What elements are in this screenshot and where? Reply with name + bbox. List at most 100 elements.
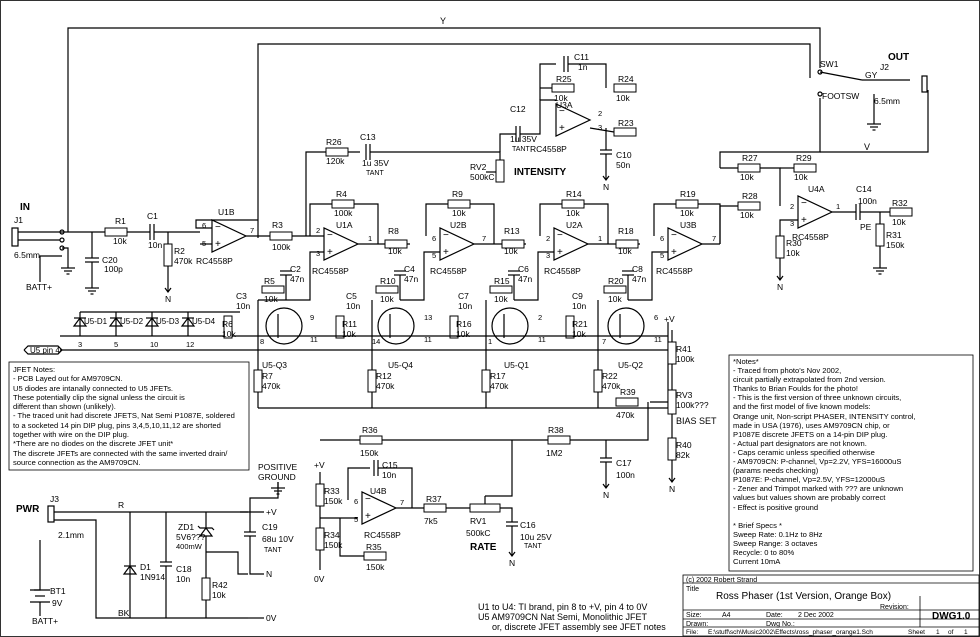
tb-file-label: File: [686,629,699,636]
r21-ref: R21 [572,319,588,329]
r17-val: 470k [490,381,509,391]
u4a-opamp [797,195,833,229]
r34-ref: R34 [324,530,340,540]
u3b-part: RC4558P [656,266,693,276]
note-line: values but values shown are probably cor… [733,493,886,503]
u5-d2-diode [108,317,124,327]
u3a-ref: U3A [556,100,573,110]
u5-d4-diode [180,317,196,327]
u5-q2-pin11: 11 [654,335,662,344]
c10-n-label: N [603,182,609,192]
jfet-note-line: *There are no diodes on the discrete JFE… [13,439,174,449]
u5-diode-array: U5-D1 3 U5-D2 5 U5-D3 10 U5-D4 12 [72,311,240,349]
r40-n-label: N [669,484,675,494]
u5-pin4-label: U5 pin 4 [30,346,60,355]
batt-label-2: BATT+ [32,616,58,626]
u5-q1-pin11: 11 [538,335,546,344]
c6-val: 47n [518,274,532,284]
r13-ref: R13 [504,226,520,236]
c15-val: 10n [382,470,396,480]
jfet-note-line: - The traced unit had discrete JFETS, Na… [13,411,235,421]
r4-val: 100k [334,208,353,218]
r25-ref: R25 [556,74,572,84]
r33-ref: R33 [324,486,340,496]
c13-extra: TANT [366,170,384,177]
tb-date-label: Date: [766,612,783,619]
j3-spec: 2.1mm [58,530,84,540]
pwr-label: PWR [16,504,40,515]
tb-revision: DWG1.0 [932,611,971,622]
u2b-pin7: 7 [482,234,486,243]
u2b-ref: U2B [450,220,467,230]
title-block-frame [682,574,980,637]
r32-ref: R32 [892,198,908,208]
wire-top-rail [257,43,811,238]
r36-val: 150k [360,448,379,458]
r23-ref: R23 [618,118,634,128]
c18-val: 10n [176,574,190,584]
r19-body [675,199,699,209]
r30-body [775,235,785,259]
u5-q2-jfet [607,307,645,345]
rv2-body [495,159,505,183]
u5-q1-jfet [491,307,529,345]
lfo-vplus: +V [314,460,325,470]
tb-drawn-label: Drawn: [686,621,709,628]
wire-u1a-plus [286,251,324,301]
r37-ref: R37 [426,494,442,504]
note-line: - Caps ceramic unless specified otherwis… [733,447,875,457]
u5-q4-jfet [377,307,415,345]
sw1-blade [819,71,863,81]
u5-d4-pin: 12 [186,340,194,349]
r9-body [447,199,471,209]
r21-val: 10k [572,329,586,339]
u5-q2-pin7: 7 [602,337,606,346]
r30-n-label: N [777,282,783,292]
r19-ref: R19 [680,189,696,199]
u5-d4-label: U5-D4 [192,317,216,326]
psu-n: N [266,569,272,579]
wire-c15-right [378,467,413,508]
tb-size-label: Size: [686,612,702,619]
tb-title: Ross Phaser (1st Version, Orange Box) [716,591,892,602]
bt1-label: BT1 [50,586,66,596]
r12-ref: R12 [376,371,392,381]
u1a-ref: U1A [336,220,353,230]
chip-note-line: or, discrete JFET assembly see JFET note… [492,622,666,632]
r7-body [253,369,263,393]
wire-u4a-plus [779,219,798,238]
r28-body [737,201,761,211]
c13-ref: C13 [360,132,376,142]
c13-val: 1u 35V [362,158,389,168]
r8-body [384,239,408,249]
c16-ref: C16 [520,520,536,530]
u5-q1-label: U5-Q1 [504,360,529,370]
u5-q3-jfet [265,307,303,345]
r17-ref: R17 [490,371,506,381]
r14-ref: R14 [566,189,582,199]
jfet-note-line: These potentially clip the signal unless… [13,392,185,402]
u3b-pin7: 7 [712,234,716,243]
wire-r14-left [539,203,562,236]
c14-ref: C14 [856,184,872,194]
r1-val: 10k [113,236,127,246]
r31-val: 150k [886,240,905,250]
u1b-opamp [211,219,247,253]
intensity-label: INTENSITY [514,167,567,178]
r9-ref: R9 [452,189,463,199]
u2a-opamp [553,227,589,261]
c11-ref: C11 [574,52,589,62]
r35-body [363,551,387,561]
r26-ref: R26 [326,137,342,147]
note-line: - Zener and Trimpot marked with ??? are … [733,484,904,494]
notes-frame [728,354,974,572]
rv3-val: 100k??? [676,400,709,410]
d1-val: 1N914 [140,572,165,582]
r29-body [793,163,817,173]
j1-terminal-1 [59,229,65,235]
wire-c12-u3a [520,99,556,135]
u2a-pin1: 1 [598,234,602,243]
r24-body [613,83,637,93]
c2-val: 47n [290,274,304,284]
tb-title-label: Title [686,586,699,593]
